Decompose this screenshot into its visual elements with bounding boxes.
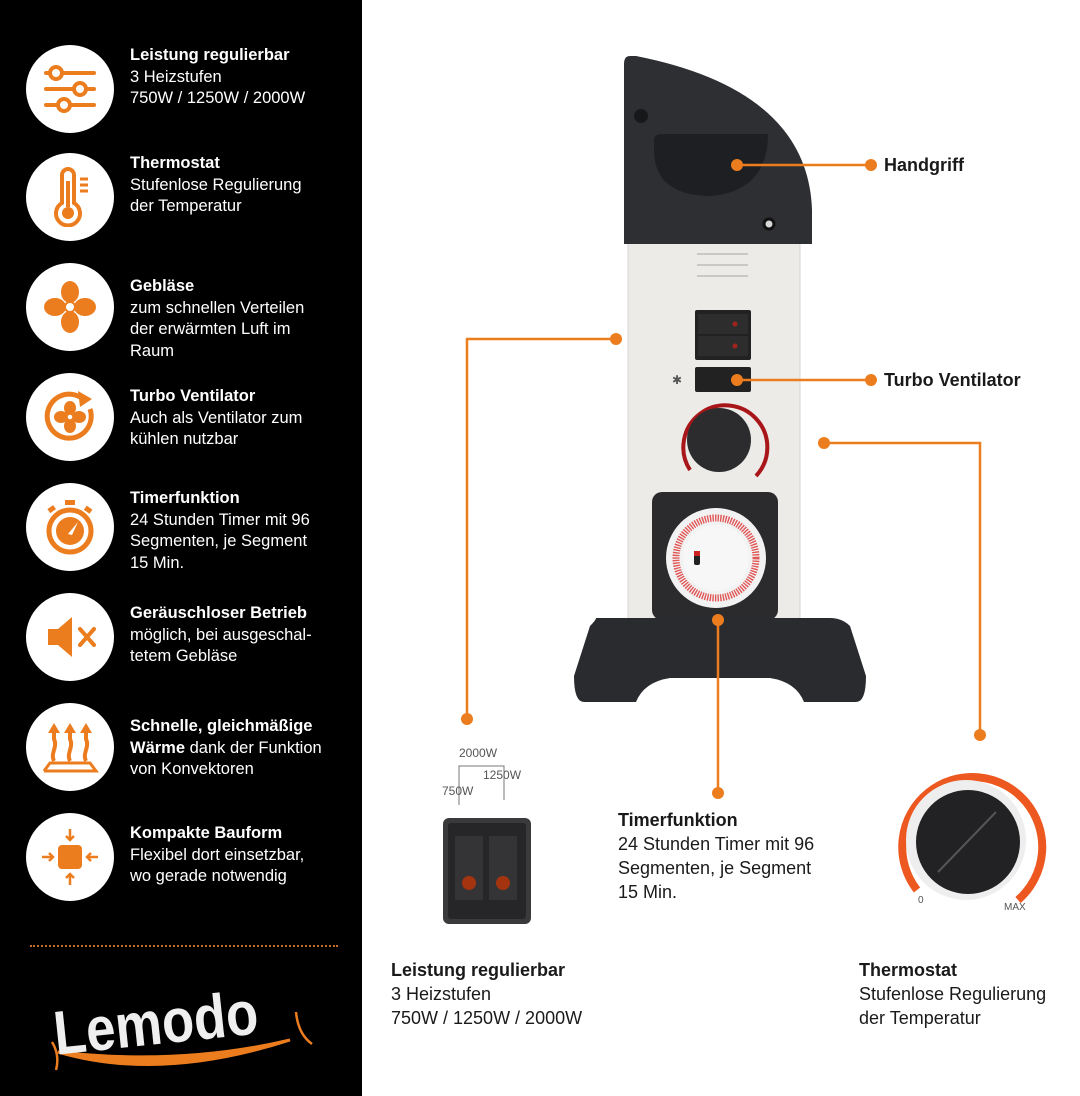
feature-line: Flexibel dort einsetzbar, xyxy=(130,845,305,864)
feature-compact: Kompakte Bauform Flexibel dort einsetzba… xyxy=(26,813,356,903)
feature-line: der Temperatur xyxy=(130,197,242,215)
speaker-mute-icon xyxy=(48,617,96,657)
block-line: 3 Heizstufen xyxy=(391,984,492,1004)
feature-icon-circle xyxy=(26,593,114,681)
dial-label-min: 0 xyxy=(918,895,924,906)
block-line: Segmenten, je Segment xyxy=(618,858,812,878)
feature-icon-circle xyxy=(26,703,114,791)
feature-text: Thermostat Stufenlose Regulierung der Te… xyxy=(130,153,302,218)
block-title: Leistung regulierbar xyxy=(391,960,566,980)
thermostat-description: Thermostat Stufenlose Regulierung der Te… xyxy=(859,958,1046,1030)
feature-title: Geräuschloser Betrieb xyxy=(130,604,307,622)
feature-text: Schnelle, gleichmäßige Wärme dank der Fu… xyxy=(130,716,322,781)
svg-text:✱: ✱ xyxy=(672,373,682,387)
feature-icon-circle xyxy=(26,153,114,241)
feature-text: Kompakte Bauform Flexibel dort einsetzba… xyxy=(130,823,304,888)
feature-icon-circle xyxy=(26,263,114,351)
timer-description: Timerfunktion 24 Stunden Timer mit 96 Se… xyxy=(618,808,814,904)
feature-text: Leistung regulierbar 3 Heizstufen 750W /… xyxy=(130,45,305,110)
block-line: 15 Min. xyxy=(618,882,678,902)
thermometer-icon xyxy=(54,167,88,227)
feature-blower: Gebläse zum schnellen Verteilen der erwä… xyxy=(26,263,356,360)
heat-waves-icon xyxy=(42,723,99,773)
feature-line: kühlen nutzbar xyxy=(130,430,239,448)
feature-icon-circle xyxy=(26,483,114,571)
feature-line: der erwärmten Luft im xyxy=(130,320,291,338)
feature-title: Thermostat xyxy=(130,154,220,172)
feature-line: Stufenlose Regulierung xyxy=(130,175,302,194)
feature-thermostat: Thermostat Stufenlose Regulierung der Te… xyxy=(26,153,356,243)
feature-line: Segmenten, je Segment xyxy=(130,532,308,550)
feature-line: 3 Heizstufen xyxy=(130,67,222,86)
compress-icon xyxy=(42,829,98,885)
feature-line: 15 Min. xyxy=(130,553,185,572)
callout-turbo-fan: Turbo Ventilator xyxy=(884,370,1021,390)
block-line: Stufenlose Regulierung xyxy=(859,984,1047,1004)
switch-label-1250w: 1250W xyxy=(483,768,522,782)
feature-title-continued: Wärme xyxy=(130,738,186,757)
block-line: 750W / 1250W / 2000W xyxy=(391,1008,583,1028)
block-title: Thermostat xyxy=(859,960,958,980)
feature-line: dank der Funktion xyxy=(185,738,322,757)
dotted-divider xyxy=(30,945,338,947)
feature-line: 750W / 1250W / 2000W xyxy=(130,89,306,107)
feature-title: Leistung regulierbar xyxy=(130,46,290,64)
switch-label-750w: 750W xyxy=(442,784,474,798)
feature-icon-circle xyxy=(26,45,114,133)
feature-title: Schnelle, gleichmäßige xyxy=(130,717,313,735)
feature-text: Turbo Ventilator Auch als Ventilator zum… xyxy=(130,386,302,451)
feature-line: Auch als Ventilator zum xyxy=(130,408,303,427)
block-line: 24 Stunden Timer mit 96 xyxy=(618,834,815,854)
sliders-icon xyxy=(44,65,96,113)
brand-logo: Lemodo xyxy=(50,979,313,1071)
feature-title: Timerfunktion xyxy=(130,489,240,507)
features-panel: Leistung regulierbar 3 Heizstufen 750W /… xyxy=(0,0,362,1096)
feature-line: 24 Stunden Timer mit 96 xyxy=(130,510,310,529)
stopwatch-icon xyxy=(46,500,94,555)
power-description: Leistung regulierbar 3 Heizstufen 750W /… xyxy=(391,958,582,1030)
feature-icon-circle xyxy=(26,373,114,461)
feature-title: Kompakte Bauform xyxy=(130,824,283,842)
feature-text: Timerfunktion 24 Stunden Timer mit 96 Se… xyxy=(130,488,310,574)
feature-text: Geräuschloser Betrieb möglich, bei ausge… xyxy=(130,603,312,668)
block-line: der Temperatur xyxy=(859,1008,981,1028)
feature-icon-circle xyxy=(26,813,114,901)
callout-handle: Handgriff xyxy=(884,155,964,175)
fan-icon xyxy=(44,281,96,333)
feature-text: Gebläse zum schnellen Verteilen der erwä… xyxy=(130,276,304,362)
feature-turbo: Turbo Ventilator Auch als Ventilator zum… xyxy=(26,373,356,463)
feature-silent: Geräuschloser Betrieb möglich, bei ausge… xyxy=(26,593,356,683)
feature-line: wo gerade notwendig xyxy=(130,867,287,885)
block-title: Timerfunktion xyxy=(618,810,738,830)
feature-line: Raum xyxy=(130,341,175,360)
feature-title: Turbo Ventilator xyxy=(130,387,256,405)
feature-line: tetem Gebläse xyxy=(130,647,238,665)
heater-illustration: ✱ xyxy=(443,56,1047,924)
feature-power: Leistung regulierbar 3 Heizstufen 750W /… xyxy=(26,45,356,135)
dial-label-max: MAX xyxy=(1004,902,1026,913)
feature-line: möglich, bei ausgeschal- xyxy=(130,625,312,644)
switch-label-2000w: 2000W xyxy=(459,746,498,760)
product-stage: ✱ xyxy=(362,0,1080,1096)
feature-title: Gebläse xyxy=(130,277,195,295)
fan-rotate-icon xyxy=(44,391,94,441)
feature-line: zum schnellen Verteilen xyxy=(130,298,305,317)
feature-line: von Konvektoren xyxy=(130,760,254,778)
feature-timer: Timerfunktion 24 Stunden Timer mit 96 Se… xyxy=(26,483,356,573)
feature-convection: Schnelle, gleichmäßige Wärme dank der Fu… xyxy=(26,703,356,793)
